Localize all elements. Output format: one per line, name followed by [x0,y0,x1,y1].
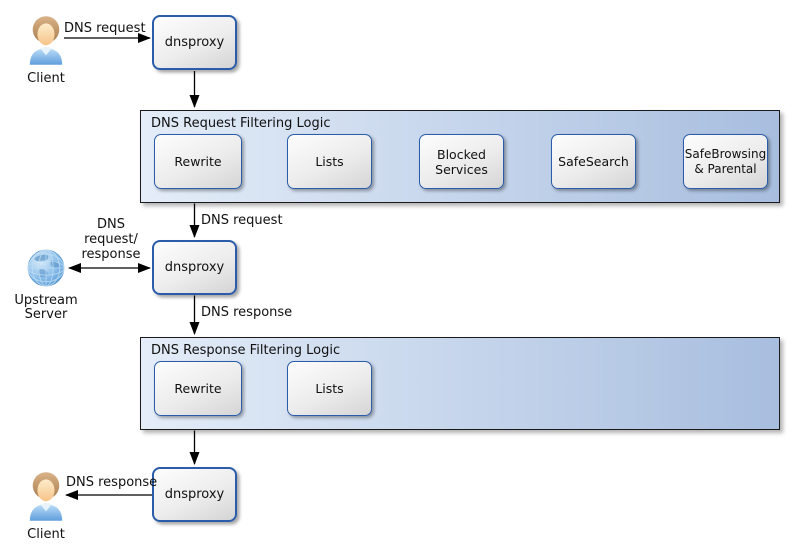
edge-label-dns-response: DNS response [201,305,293,320]
dnsproxy-middle-label: dnsproxy [164,260,225,275]
client-bottom-node: Client [17,471,75,542]
globe-icon [27,249,65,291]
upstream-server-label: Upstream Server [14,293,78,322]
client-top-node: Client [17,15,75,86]
response-rewrite-box: Rewrite [154,361,242,416]
dnsproxy-bottom-label: dnsproxy [164,487,225,502]
request-safebrowsing-box: SafeBrowsing & Parental [683,134,768,189]
edge-label-client-request: DNS request [64,21,146,36]
edge-label-upstream-exchange: DNS request/ response [81,217,141,262]
person-icon [27,471,65,525]
dnsproxy-top-box: dnsproxy [152,15,237,70]
client-bottom-label: Client [27,527,65,542]
request-blocked-services-box: Blocked Services [419,134,504,189]
dnsproxy-bottom-box: dnsproxy [152,467,237,522]
request-filtering-title: DNS Request Filtering Logic [151,116,331,131]
request-lists-box: Lists [287,134,372,189]
response-filtering-title: DNS Response Filtering Logic [151,343,341,358]
response-filtering-container: DNS Response Filtering Logic Rewrite Lis… [140,337,780,430]
client-top-label: Client [27,71,65,86]
dnsproxy-top-label: dnsproxy [164,35,225,50]
request-filtering-container: DNS Request Filtering Logic Rewrite List… [140,110,780,203]
edge-label-client-response: DNS response [66,475,158,490]
dnsproxy-middle-box: dnsproxy [152,240,237,295]
response-lists-box: Lists [287,361,372,416]
request-safesearch-box: SafeSearch [551,134,636,189]
edge-label-filtered-request: DNS request [201,213,283,228]
request-rewrite-box: Rewrite [154,134,242,189]
upstream-server-node: Upstream Server [8,249,84,322]
person-icon [27,15,65,69]
